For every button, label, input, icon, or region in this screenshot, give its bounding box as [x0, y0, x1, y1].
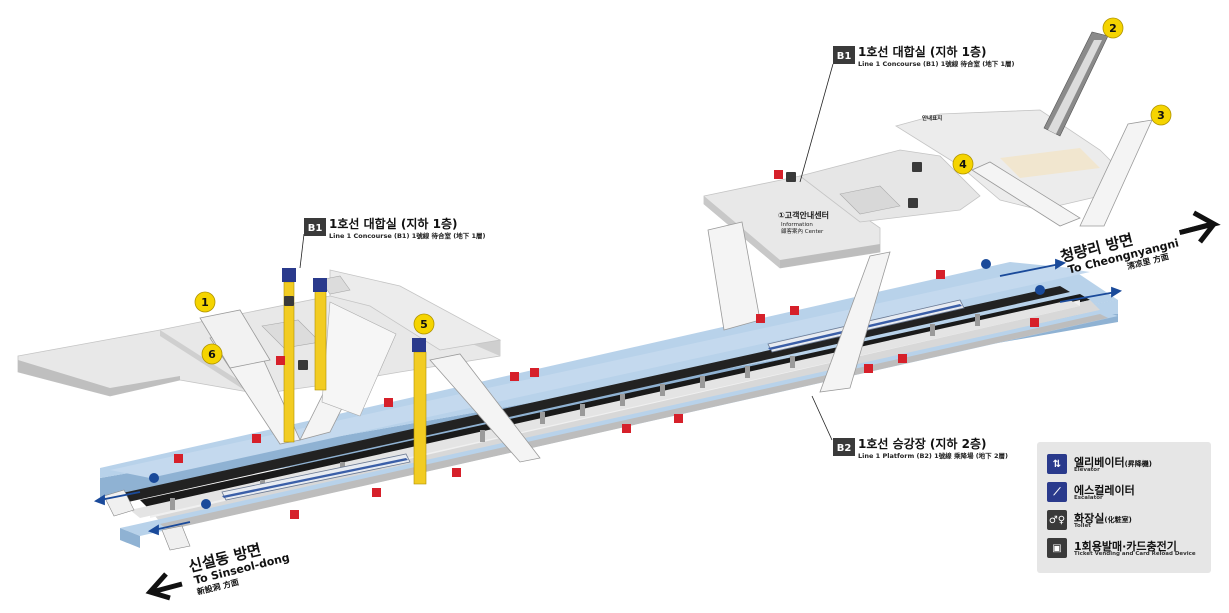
elevator-shafts-left [282, 268, 427, 485]
info-center-label: ①고객안내센터 [778, 210, 829, 220]
floor-badge: B1 [837, 51, 852, 62]
exit-sign-label: 안내표지 [922, 114, 942, 122]
exit-number: 6 [208, 348, 216, 361]
exit-badge-6: 6 [201, 343, 223, 365]
legend: ⇅ 엘리베이터(昇降機) Elevator ⟋ 에스컬레이터 Escalator… [1037, 442, 1211, 573]
exit-badge-2: 2 [1102, 17, 1124, 39]
red-signage [174, 170, 1039, 519]
legend-sublabel: Toilet [1074, 523, 1091, 529]
platform-end-stairs [103, 489, 191, 551]
info-center: ①고객안내센터 Information 顧客案內 Center [778, 210, 829, 235]
elevator-icon: ⇅ [1047, 454, 1067, 474]
concourse-right [703, 31, 1153, 393]
emergency-exit-markers [149, 259, 1045, 509]
legend-sublabel: Ticket Vending and Card Reload Device [1074, 551, 1196, 557]
info-center-en: Information [781, 222, 813, 228]
floor-badge: B1 [308, 223, 323, 234]
floor-badge: B2 [837, 443, 852, 454]
exit-badge-5: 5 [413, 313, 435, 335]
label-b2: B2 1호선 승강장 (지하 2층) Line 1 Platform (B2) … [811, 395, 1008, 460]
exit-number: 1 [201, 296, 209, 309]
ticket-machine-markers [284, 162, 922, 370]
legend-label: 1회용발매·카드충전기 [1074, 540, 1177, 553]
exit-badge-4: 4 [952, 153, 974, 175]
floor-subtitle: Line 1 Concourse (B1) 1號線 待合室 (地下 1層) [329, 231, 485, 240]
exit-badge-1: 1 [194, 291, 216, 313]
exit-number: 2 [1109, 22, 1117, 35]
platform-end-arrows [93, 258, 1123, 536]
exit-number: 5 [420, 318, 428, 331]
legend-label: 화장실(化粧室) [1074, 512, 1132, 525]
exit-badge-3: 3 [1150, 104, 1172, 126]
arrow-left-icon [145, 572, 183, 601]
arrow-right-icon [1178, 210, 1221, 244]
label-b1-left: B1 1호선 대합실 (지하 1층) Line 1 Concourse (B1)… [299, 216, 485, 269]
ticket-machine-icon: ▣ [1047, 538, 1067, 558]
concourse-left [17, 269, 541, 463]
exit-number: 4 [959, 158, 967, 171]
floor-title: 1호선 대합실 (지하 1층) [858, 44, 987, 59]
toilet-icon: ♂♀ [1047, 510, 1067, 530]
floor-title: 1호선 대합실 (지하 1층) [329, 216, 458, 231]
legend-label: 엘리베이터(昇降機) [1074, 456, 1153, 469]
floor-subtitle: Line 1 Concourse (B1) 1號線 待合室 (地下 1層) [858, 59, 1014, 68]
elevator-shaft [314, 289, 327, 391]
legend-sublabel: Elevator [1074, 467, 1100, 473]
direction-west: 신설동 방면 To Sinseol-dong 新設洞 方面 [187, 540, 291, 596]
escalator-icon: ⟋ [1047, 482, 1067, 502]
elevator-shaft [413, 351, 427, 485]
floor-subtitle: Line 1 Platform (B2) 1號線 乘降場 (地下 2層) [858, 451, 1008, 460]
exit-number: 3 [1157, 109, 1165, 122]
label-b1-right: B1 1호선 대합실 (지하 1층) Line 1 Concourse (B1)… [799, 44, 1014, 183]
legend-label: 에스컬레이터 [1074, 484, 1135, 497]
legend-sublabel: Escalator [1074, 495, 1103, 501]
info-center-han: 顧客案內 Center [781, 227, 824, 235]
train-left [221, 453, 411, 501]
floor-title: 1호선 승강장 (지하 2층) [858, 436, 987, 451]
